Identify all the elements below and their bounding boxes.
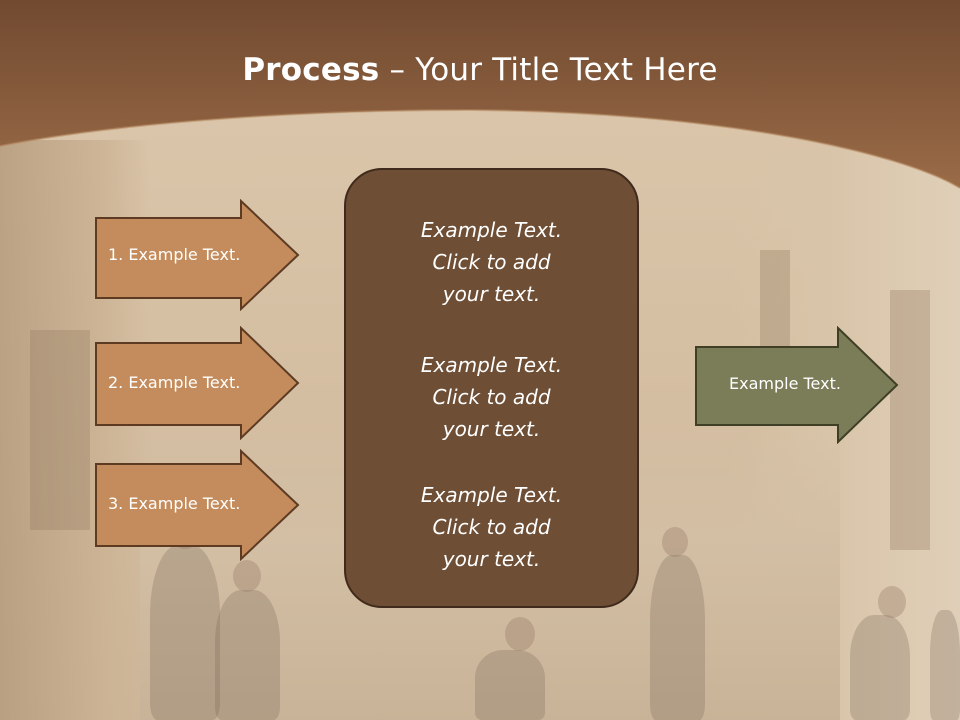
center-block-line: Example Text.	[420, 218, 563, 242]
center-block-1[interactable]: Example Text. Click to add your text.	[346, 214, 637, 310]
title-bold: Process	[242, 52, 380, 88]
output-arrow-label: Example Text.	[729, 374, 841, 393]
background-person-head	[878, 586, 906, 618]
background-door	[30, 330, 90, 530]
center-block-line: your text.	[442, 417, 541, 441]
center-block-line: Example Text.	[420, 483, 563, 507]
center-block-line: Example Text.	[420, 353, 563, 377]
step-arrow-2[interactable]	[94, 326, 300, 440]
step-label-3: 3. Example Text.	[108, 494, 241, 513]
center-block-2[interactable]: Example Text. Click to add your text.	[346, 349, 637, 445]
header-band	[0, 0, 960, 189]
center-block-line: Click to add	[432, 250, 551, 274]
step-arrow-1[interactable]	[94, 199, 300, 311]
slide-title: Process – Your Title Text Here	[0, 52, 960, 88]
title-rest: – Your Title Text Here	[379, 52, 718, 88]
background-person	[650, 555, 705, 720]
step-label-1: 1. Example Text.	[108, 245, 241, 264]
background-person	[850, 615, 910, 720]
background-person-head	[662, 527, 688, 557]
center-block-line: Click to add	[432, 515, 551, 539]
step-label-2: 2. Example Text.	[108, 373, 241, 392]
step-arrow-3[interactable]	[94, 449, 300, 561]
center-block-3[interactable]: Example Text. Click to add your text.	[346, 479, 637, 575]
background-person	[475, 650, 545, 720]
center-block-line: your text.	[442, 547, 541, 571]
background-person-head	[233, 560, 261, 592]
background-person-head	[505, 617, 535, 651]
background-person	[215, 590, 280, 720]
background-door	[890, 290, 930, 550]
background-person	[930, 610, 960, 720]
center-block-line: Click to add	[432, 385, 551, 409]
center-block-line: your text.	[442, 282, 541, 306]
output-arrow[interactable]	[694, 326, 900, 444]
background-person	[150, 545, 220, 720]
center-text-box[interactable]: Example Text. Click to add your text. Ex…	[344, 168, 639, 608]
